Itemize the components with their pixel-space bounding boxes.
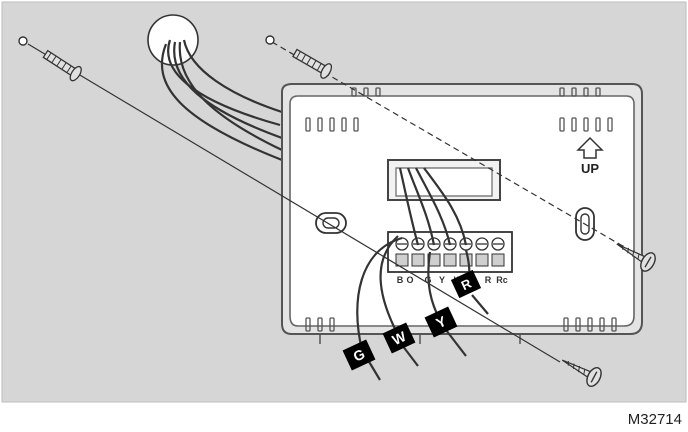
terminal-label-r: R bbox=[485, 275, 492, 285]
terminal-label-rc: Rc bbox=[496, 275, 508, 285]
alignment-guides bbox=[27, 41, 627, 363]
up-label: UP bbox=[581, 161, 599, 176]
left-mounting-hole bbox=[315, 212, 347, 234]
wire-tag-r: R bbox=[450, 269, 482, 299]
thermostat-wires bbox=[356, 167, 489, 381]
wire-tag-g: G bbox=[342, 339, 376, 371]
screw-anchor-icon bbox=[292, 48, 333, 79]
screw-anchor-icon bbox=[42, 49, 82, 82]
left-guide-line bbox=[27, 43, 561, 363]
mounting-screw-icon bbox=[616, 243, 656, 272]
wire-tag-w: W bbox=[382, 322, 416, 354]
wire-tag-y: Y bbox=[424, 306, 458, 338]
left-hole-marker bbox=[18, 36, 28, 46]
right-hole-marker bbox=[265, 35, 275, 45]
wall-wires bbox=[161, 39, 283, 162]
mounting-screw-icon bbox=[561, 359, 602, 387]
wall-opening bbox=[147, 14, 199, 66]
right-guide-line bbox=[271, 41, 627, 249]
terminal-label-b: B bbox=[397, 275, 404, 285]
terminal-label-o: O bbox=[406, 275, 413, 285]
figure-code: M32714 bbox=[627, 411, 682, 428]
up-arrow-icon bbox=[576, 136, 604, 159]
wall-hole-markers bbox=[18, 35, 275, 46]
terminal-label-y: Y bbox=[439, 275, 445, 285]
terminal-block bbox=[387, 231, 513, 273]
wall-plate bbox=[281, 83, 643, 344]
